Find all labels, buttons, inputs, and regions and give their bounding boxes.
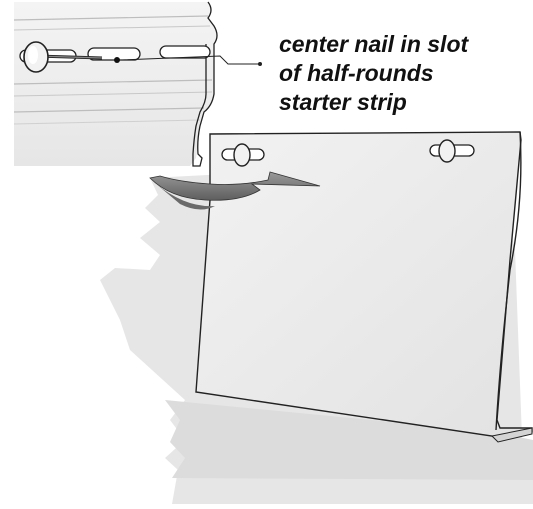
nail-icon — [23, 41, 120, 73]
siding-panel — [195, 131, 533, 441]
panel-edge — [495, 131, 522, 431]
caption-line-1: center nail in slot — [279, 31, 469, 57]
installation-caption: center nail in slot of half-rounds start… — [279, 30, 529, 117]
panel-bottom-lip — [490, 427, 533, 443]
caption-line-3: starter strip — [279, 89, 407, 115]
panel-nail-slot-right — [429, 139, 475, 163]
panel-bottom-shadow — [165, 400, 533, 480]
starter-strip — [13, 1, 218, 167]
leader-dot — [258, 62, 262, 66]
panel-nail-slot-left — [221, 143, 265, 167]
curved-arrow-icon — [149, 171, 321, 210]
leader-line — [121, 55, 260, 65]
caption-line-2: of half-rounds — [279, 60, 434, 86]
